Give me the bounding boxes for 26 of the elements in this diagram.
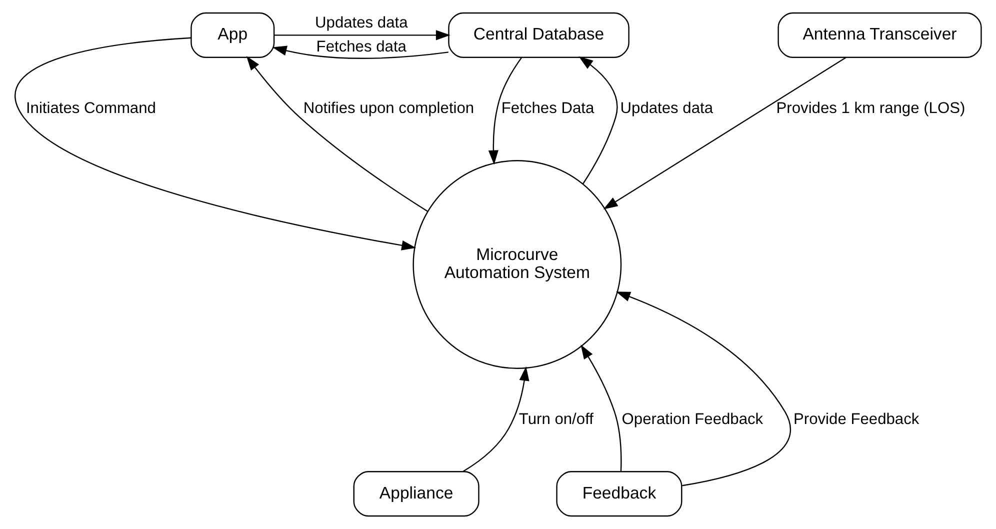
arrow — [616, 292, 791, 486]
edge-label: Operation Feedback — [622, 411, 764, 428]
node-box: Central Database — [448, 12, 630, 58]
arrow — [488, 57, 522, 165]
node-box: Antenna Transceiver — [778, 12, 982, 58]
edge-label: Updates data — [620, 100, 714, 118]
arrow — [272, 46, 448, 59]
arrow — [246, 56, 428, 212]
edge-label: Turn on/off — [518, 411, 594, 428]
node-box: App — [190, 12, 275, 58]
node-circle: Microcurve Automation System — [412, 160, 622, 369]
node-box: Appliance — [353, 471, 480, 517]
arrow — [580, 344, 622, 472]
arrow — [578, 56, 618, 184]
arrow — [462, 366, 530, 472]
edge-label: Provide Feedback — [793, 411, 920, 428]
edge-label: Fetches Data — [501, 100, 594, 118]
edge-label: Notifies upon completion — [303, 100, 474, 118]
node-box: Feedback — [556, 471, 682, 517]
edge-label: Updates data — [315, 14, 408, 32]
edge-label: Fetches data — [316, 38, 406, 56]
edge-label: Provides 1 km range (LOS) — [776, 100, 966, 118]
arrow — [274, 30, 450, 40]
arrow — [15, 37, 416, 250]
edge-label: Initiates Command — [26, 100, 156, 118]
arrow — [603, 57, 846, 210]
